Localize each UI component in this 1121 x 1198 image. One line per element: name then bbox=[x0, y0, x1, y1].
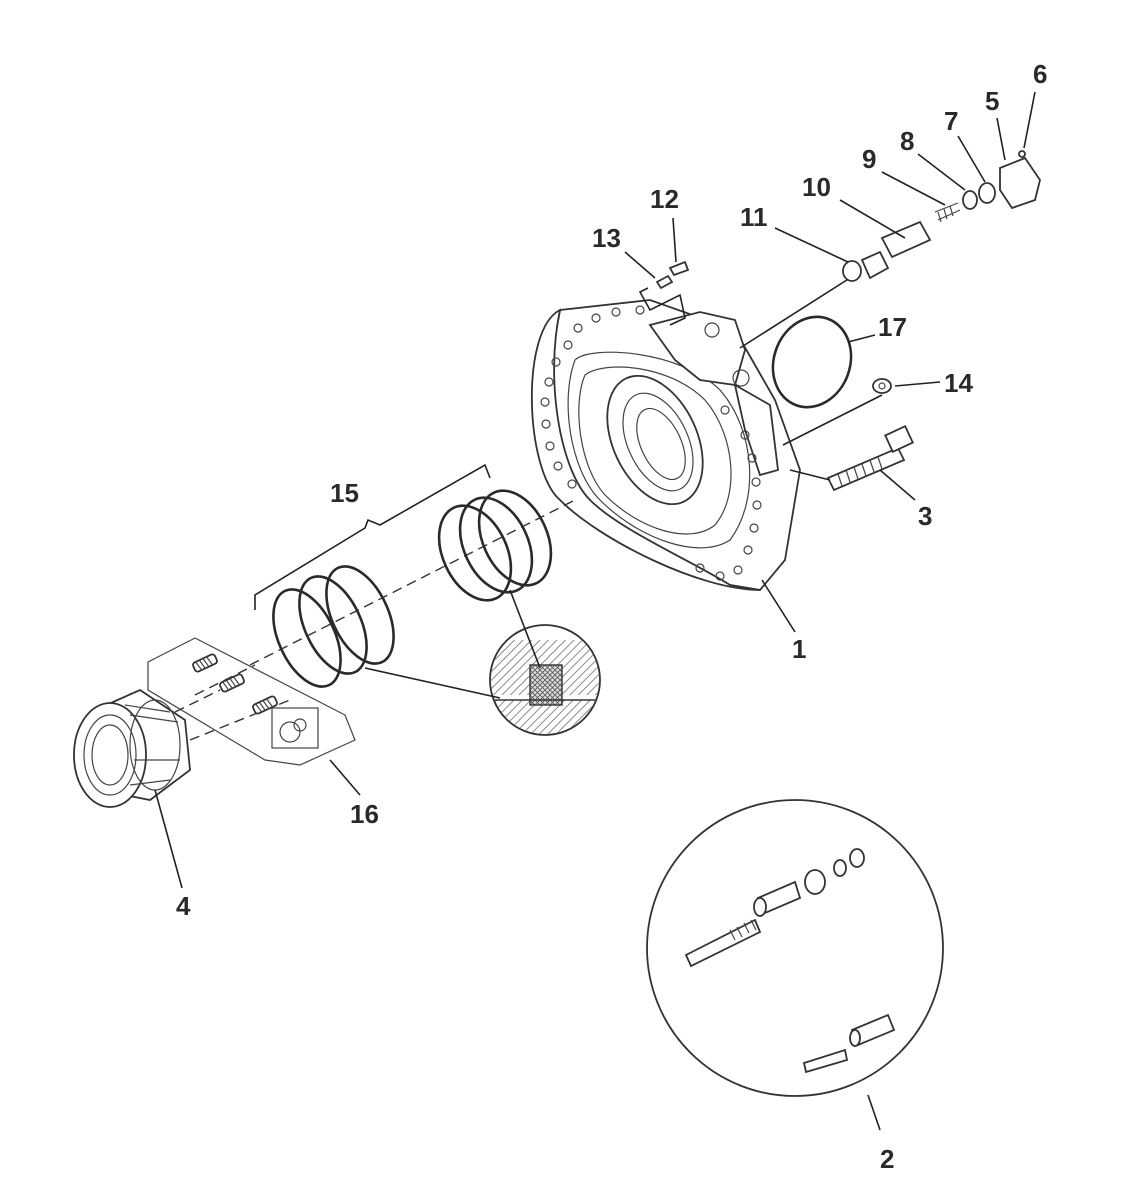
callout-11: 11 bbox=[740, 202, 768, 232]
callout-15: 15 bbox=[330, 478, 359, 508]
valve-stack-parts bbox=[638, 150, 1041, 326]
callout-14: 14 bbox=[944, 368, 973, 398]
leader-lines bbox=[154, 91, 1036, 1131]
hub-part bbox=[73, 688, 191, 808]
housing-part bbox=[530, 299, 801, 591]
callout-16: 16 bbox=[350, 799, 379, 829]
section-detail bbox=[364, 589, 601, 736]
callout-9: 9 bbox=[862, 144, 876, 174]
callout-labels: 1 2 3 4 5 6 7 8 9 10 11 12 13 14 15 16 1… bbox=[176, 59, 1047, 1174]
callout-13: 13 bbox=[592, 223, 621, 253]
plug-part bbox=[872, 378, 892, 394]
kit-detail-circle bbox=[646, 799, 944, 1097]
callout-4: 4 bbox=[176, 891, 191, 921]
bolt-part bbox=[826, 424, 914, 492]
flange-holes bbox=[540, 305, 762, 581]
callout-3: 3 bbox=[918, 501, 932, 531]
callout-2: 2 bbox=[880, 1144, 894, 1174]
callout-17: 17 bbox=[878, 312, 907, 342]
callout-6: 6 bbox=[1033, 59, 1047, 89]
callout-5: 5 bbox=[985, 86, 999, 116]
callout-8: 8 bbox=[900, 126, 914, 156]
ring-set-part bbox=[254, 463, 553, 688]
callout-7: 7 bbox=[944, 106, 958, 136]
callout-12: 12 bbox=[650, 184, 679, 214]
callout-10: 10 bbox=[802, 172, 831, 202]
callout-1: 1 bbox=[792, 634, 806, 664]
o-ring-part bbox=[771, 315, 853, 409]
spring-kit-part bbox=[147, 637, 356, 766]
